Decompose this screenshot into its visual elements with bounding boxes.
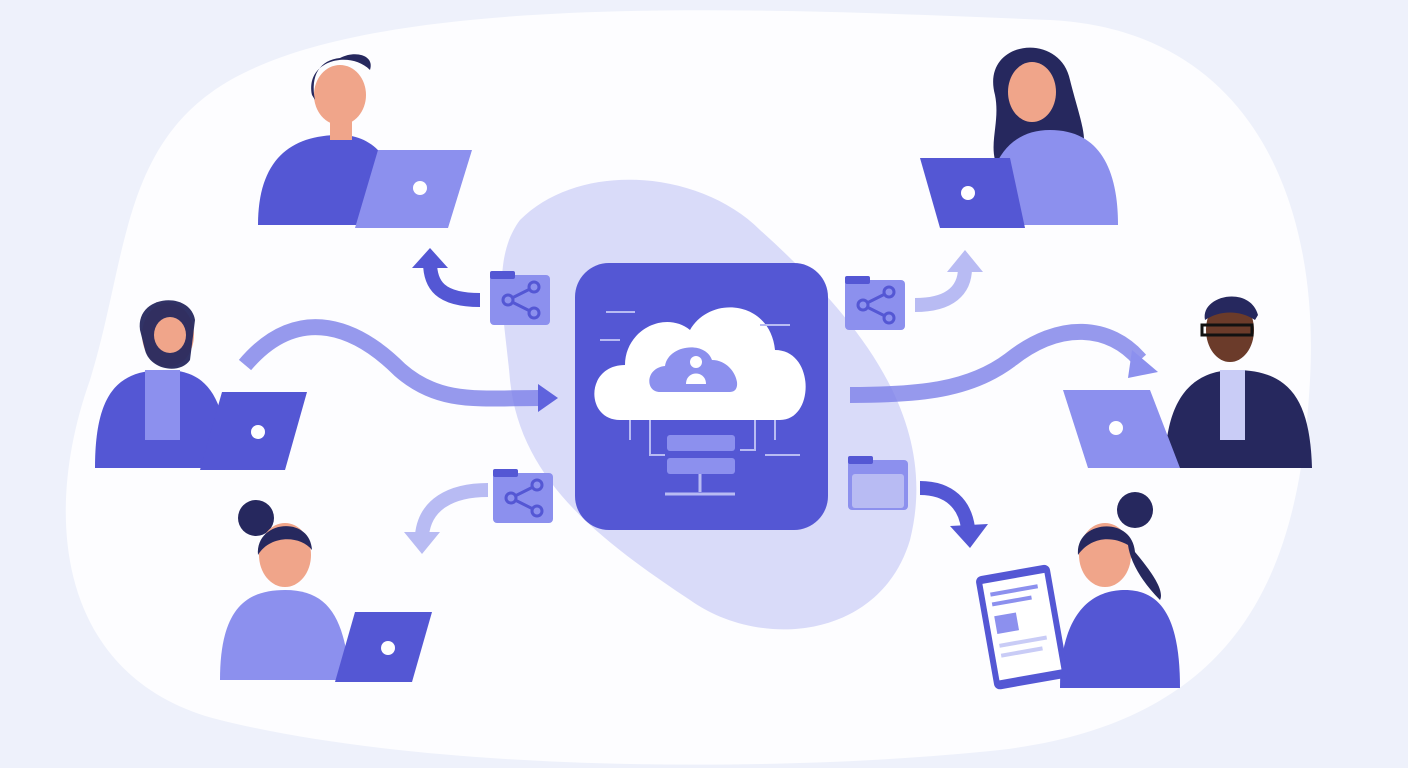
arrows [238, 248, 1158, 554]
user-icon-body [686, 373, 706, 384]
folder-icon [848, 456, 908, 510]
share-folder-icon-2 [845, 276, 905, 330]
cloud-hub [575, 263, 828, 530]
person-top-right [920, 47, 1118, 228]
circuit-lines [600, 311, 800, 456]
person-bottom-left [220, 500, 432, 682]
person-top-left [258, 54, 472, 228]
arrow-bottom-left [415, 483, 489, 537]
arrow-head-down [404, 532, 440, 554]
arrow-head-right-2 [1128, 350, 1158, 378]
arrow-top-left [423, 261, 481, 307]
inner-cloud [649, 347, 738, 392]
person-bottom-right [976, 492, 1180, 690]
arrow-head-up-2 [947, 250, 983, 272]
flow-band-right [849, 323, 1147, 403]
share-folder-icon-1 [490, 271, 550, 325]
share-folder-icon-3 [493, 469, 553, 523]
person-mid-right [1063, 296, 1312, 468]
arrow-bottom-right [919, 481, 975, 530]
arrow-head-right [538, 384, 558, 412]
arrow-top-right [914, 267, 972, 312]
server-icon [665, 435, 735, 496]
tablet [976, 564, 1068, 690]
user-icon-head [690, 356, 702, 368]
arrow-head-down-2 [950, 524, 988, 548]
person-mid-left [95, 300, 307, 470]
flow-band-left [238, 319, 541, 407]
arrow-head-up [412, 248, 448, 268]
